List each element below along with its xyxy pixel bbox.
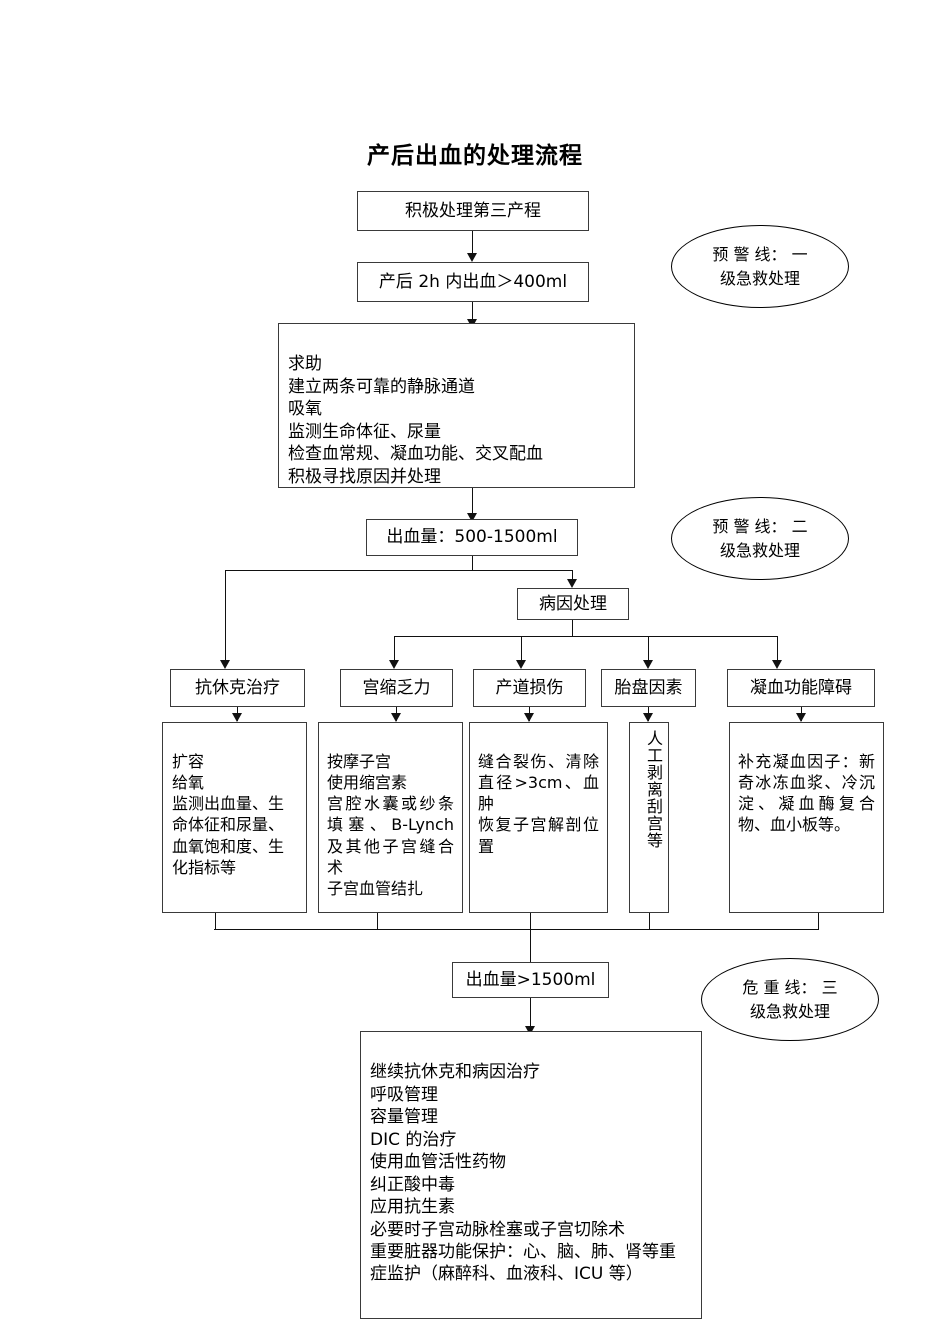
connector-n2-n3	[472, 302, 473, 323]
bus-cause-branches	[394, 636, 777, 637]
branch-label-shock-text: 抗休克治疗	[195, 677, 280, 698]
node-critical-management: 继续抗休克和病因治疗 呼吸管理 容量管理 DIC 的治疗 使用血管活性药物 纠正…	[360, 1031, 702, 1319]
branch-label-coagulopathy: 凝血功能障碍	[727, 669, 875, 707]
branch-label-uterine-atony: 宫缩乏力	[340, 669, 453, 707]
node-cause-treatment-label: 病因处理	[539, 593, 607, 614]
arrowhead-n3-n4	[467, 513, 477, 522]
connector-cause-to-atony	[394, 636, 395, 663]
merge-bus	[214, 929, 819, 930]
branch-detail-coagulopathy-text: 补充凝血因子：新奇冰冻血浆、冷沉淀、凝血酶复合物、血小板等。	[738, 752, 875, 835]
branch-label-birth-canal-injury: 产道损伤	[473, 669, 586, 707]
arrowhead-n1-n2	[467, 253, 477, 262]
node-bleeding-over-1500-label: 出血量>1500ml	[465, 969, 596, 990]
callout-level-3-text: 危 重 线： 三 级急救处理	[742, 978, 838, 1021]
arrowhead-cause-to-coagulopathy	[772, 660, 782, 669]
branch-detail-uterine-atony: 按摩子宫 使用缩宫素 宫腔水囊或纱条填塞、B-Lynch 及其他子宫缝合术 子宫…	[318, 722, 463, 913]
connector-n4-to-cause	[572, 570, 573, 582]
page-title: 产后出血的处理流程	[367, 143, 583, 169]
branch-detail-shock: 扩容 给氧 监测出血量、生命体征和尿量、血氧饱和度、生化指标等	[162, 722, 307, 913]
arrowhead-cause-to-atony	[389, 660, 399, 669]
connector-n4-stub	[472, 556, 473, 570]
branch-detail-uterine-atony-text: 按摩子宫 使用缩宫素 宫腔水囊或纱条填塞、B-Lynch 及其他子宫缝合术 子宫…	[327, 752, 454, 898]
branch-label-placental-factor: 胎盘因素	[601, 669, 696, 707]
connector-cause-to-placenta	[648, 636, 649, 663]
arrowhead-shock-detail	[232, 713, 242, 722]
bus-n4-split	[225, 570, 573, 571]
node-cause-treatment: 病因处理	[517, 588, 629, 620]
branch-label-uterine-atony-text: 宫缩乏力	[362, 677, 431, 698]
arrowhead-injury-detail	[524, 713, 534, 722]
connector-n5-stub	[572, 620, 573, 636]
node-active-third-stage: 积极处理第三产程	[357, 191, 589, 231]
arrowhead-n4-to-cause	[567, 579, 577, 588]
node-bleeding-over-1500: 出血量>1500ml	[452, 962, 609, 998]
connector-n6-n7	[530, 998, 531, 1030]
arrowhead-cause-to-placenta	[643, 660, 653, 669]
arrowhead-cause-to-injury	[516, 660, 526, 669]
merge-stub-placenta	[649, 913, 650, 930]
branch-detail-birth-canal-injury: 缝合裂伤、清除直径>3cm、血肿 恢复子宫解剖位置	[469, 722, 608, 913]
node-critical-management-text: 继续抗休克和病因治疗 呼吸管理 容量管理 DIC 的治疗 使用血管活性药物 纠正…	[370, 1062, 676, 1285]
node-bleeding-400ml: 产后 2h 内出血＞400ml	[357, 262, 589, 302]
arrowhead-placenta-detail	[643, 713, 653, 722]
node-initial-measures-text: 求助 建立两条可靠的静脉通道 吸氧 监测生命体征、尿量 检查血常规、凝血功能、交…	[288, 354, 543, 487]
connector-n3-n4	[472, 488, 473, 516]
branch-detail-shock-text: 扩容 给氧 监测出血量、生命体征和尿量、血氧饱和度、生化指标等	[172, 752, 285, 877]
node-initial-measures: 求助 建立两条可靠的静脉通道 吸氧 监测生命体征、尿量 检查血常规、凝血功能、交…	[278, 323, 635, 488]
connector-merge-to-n6	[530, 913, 531, 976]
connector-n1-n2	[472, 231, 473, 256]
branch-detail-birth-canal-injury-text: 缝合裂伤、清除直径>3cm、血肿 恢复子宫解剖位置	[478, 752, 599, 856]
merge-stub-coagulopathy	[818, 913, 819, 930]
callout-level-1: 预 警 线： 一 级急救处理	[671, 225, 849, 308]
branch-label-placental-factor-text: 胎盘因素	[614, 677, 683, 698]
callout-level-1-text: 预 警 线： 一 级急救处理	[712, 245, 808, 288]
merge-stub-shock	[215, 913, 216, 930]
branch-label-birth-canal-injury-text: 产道损伤	[495, 677, 564, 698]
branch-label-coagulopathy-text: 凝血功能障碍	[750, 677, 852, 698]
branch-label-shock: 抗休克治疗	[170, 669, 305, 707]
callout-level-3: 危 重 线： 三 级急救处理	[701, 958, 879, 1041]
merge-stub-atony	[377, 913, 378, 930]
arrowhead-coagulopathy-detail	[796, 713, 806, 722]
node-bleeding-500-1500-label: 出血量：500-1500ml	[386, 527, 558, 548]
arrowhead-n4-to-shock	[220, 660, 230, 669]
node-bleeding-400ml-label: 产后 2h 内出血＞400ml	[378, 271, 568, 292]
node-active-third-stage-label: 积极处理第三产程	[405, 200, 541, 221]
branch-detail-placental-factor: 人工剥离刮宫等	[629, 722, 669, 913]
arrowhead-n6-n7	[525, 1026, 535, 1035]
branch-detail-placental-factor-text: 人工剥离刮宫等	[644, 730, 663, 849]
arrowhead-atony-detail	[391, 713, 401, 722]
connector-n4-to-shock	[225, 570, 226, 663]
callout-level-2-text: 预 警 线： 二 级急救处理	[712, 517, 808, 560]
connector-cause-to-coagulopathy	[777, 636, 778, 663]
node-bleeding-500-1500: 出血量：500-1500ml	[366, 519, 578, 556]
connector-cause-to-injury	[521, 636, 522, 663]
branch-detail-coagulopathy: 补充凝血因子：新奇冰冻血浆、冷沉淀、凝血酶复合物、血小板等。	[729, 722, 884, 913]
callout-level-2: 预 警 线： 二 级急救处理	[671, 497, 849, 580]
